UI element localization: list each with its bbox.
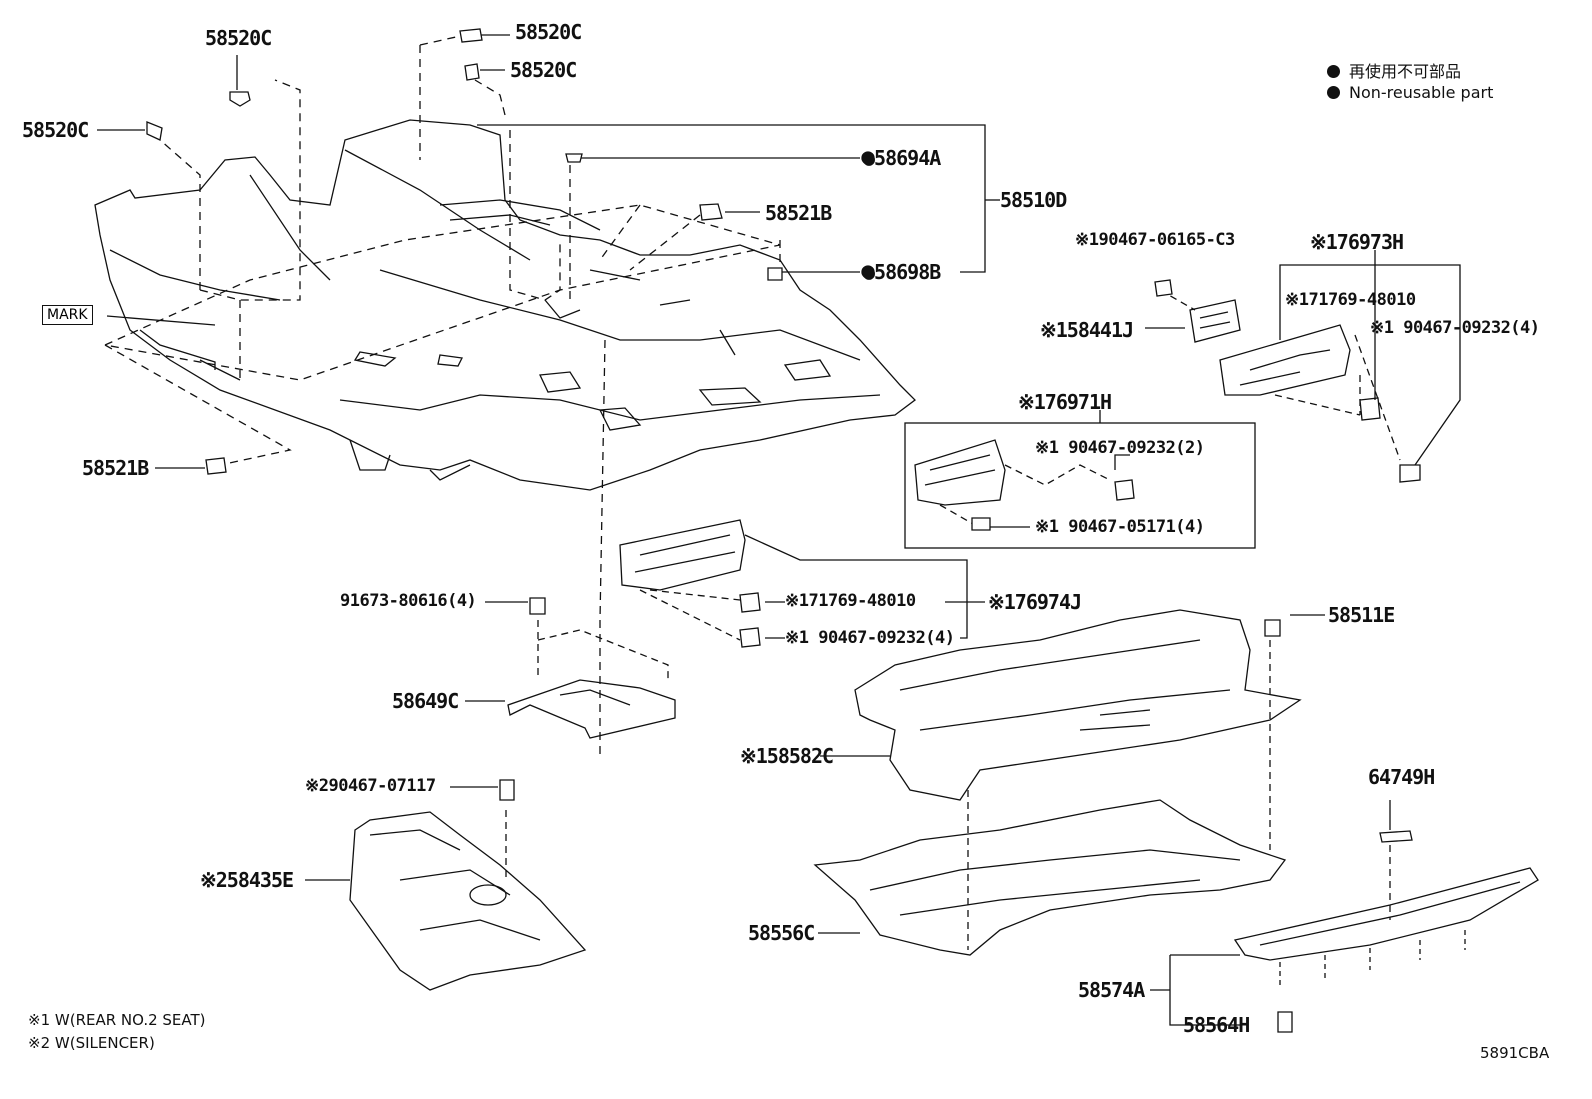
part-label-58520C-left[interactable]: 58520C — [22, 118, 89, 142]
legend-en-text: Non-reusable part — [1349, 83, 1494, 102]
legend-jp-text: 再使用不可部品 — [1349, 62, 1462, 81]
part-label-58694A[interactable]: ●58694A — [863, 146, 941, 170]
part-label-90467-05171-4[interactable]: ※1 90467-05171(4) — [1035, 517, 1205, 537]
floor-carpet-drawing — [94, 119, 916, 491]
part-label-71769-48010-right[interactable]: ※171769-48010 — [1285, 290, 1416, 310]
panel-76974J-drawing — [619, 519, 985, 648]
legend-jp: 再使用不可部品 — [1327, 58, 1461, 82]
part-label-76971H[interactable]: ※176971H — [1018, 390, 1112, 414]
part-label-71769-48010-mid[interactable]: ※171769-48010 — [785, 591, 916, 611]
part-label-58435E[interactable]: ※258435E — [200, 868, 294, 892]
bracket-58649C-drawing — [507, 679, 676, 739]
part-label-58511E[interactable]: 58511E — [1328, 603, 1395, 627]
scuff-plate-58574A-drawing — [1233, 867, 1539, 961]
part-label-90467-07117[interactable]: ※290467-07117 — [305, 776, 436, 796]
footnote-1: ※1 W(REAR NO.2 SEAT) — [28, 1011, 206, 1029]
part-label-58574A[interactable]: 58574A — [1078, 978, 1145, 1002]
rear-panel-drawing — [1145, 250, 1461, 483]
mark-label: MARK — [42, 305, 93, 325]
part-label-58520C-top[interactable]: 58520C — [515, 20, 582, 44]
part-label-58520C-mid[interactable]: 58520C — [510, 58, 577, 82]
part-label-90467-09232-2[interactable]: ※1 90467-09232(2) — [1035, 438, 1205, 458]
legend-en: Non-reusable part — [1327, 83, 1493, 102]
part-label-58510D[interactable]: 58510D — [1000, 188, 1067, 212]
part-label-90467-06165-C3[interactable]: ※190467-06165-C3 — [1075, 230, 1235, 250]
part-label-76973H[interactable]: ※176973H — [1310, 230, 1404, 254]
part-label-58698B[interactable]: ●58698B — [863, 260, 941, 284]
part-label-58520C-top-left[interactable]: 58520C — [205, 26, 272, 50]
silencer-58435E-drawing — [349, 811, 587, 991]
part-label-90467-09232-4-right[interactable]: ※1 90467-09232(4) — [1370, 318, 1540, 338]
part-label-58521B-upper[interactable]: 58521B — [765, 201, 832, 225]
footnote-2: ※2 W(SILENCER) — [28, 1034, 155, 1052]
part-label-58441J[interactable]: ※158441J — [1040, 318, 1134, 342]
part-label-58521B-lower[interactable]: 58521B — [82, 456, 149, 480]
floor-pan-58556C-drawing — [813, 799, 1287, 956]
bullet-icon — [1327, 65, 1340, 78]
part-label-91673-80616-4[interactable]: 91673-80616(4) — [340, 591, 477, 611]
mat-58582C-drawing — [854, 609, 1302, 801]
part-label-58556C[interactable]: 58556C — [748, 921, 815, 945]
part-label-76974J[interactable]: ※176974J — [988, 590, 1082, 614]
part-label-64749H[interactable]: 64749H — [1368, 765, 1435, 789]
panel-76971H-drawing — [914, 439, 1135, 531]
bullet-icon — [1327, 86, 1340, 99]
part-label-58582C[interactable]: ※158582C — [740, 744, 834, 768]
part-label-58564H[interactable]: 58564H — [1183, 1013, 1250, 1037]
part-label-90467-09232-4-mid[interactable]: ※1 90467-09232(4) — [785, 628, 955, 648]
part-label-58649C[interactable]: 58649C — [392, 689, 459, 713]
diagram-code: 5891CBA — [1480, 1044, 1550, 1062]
